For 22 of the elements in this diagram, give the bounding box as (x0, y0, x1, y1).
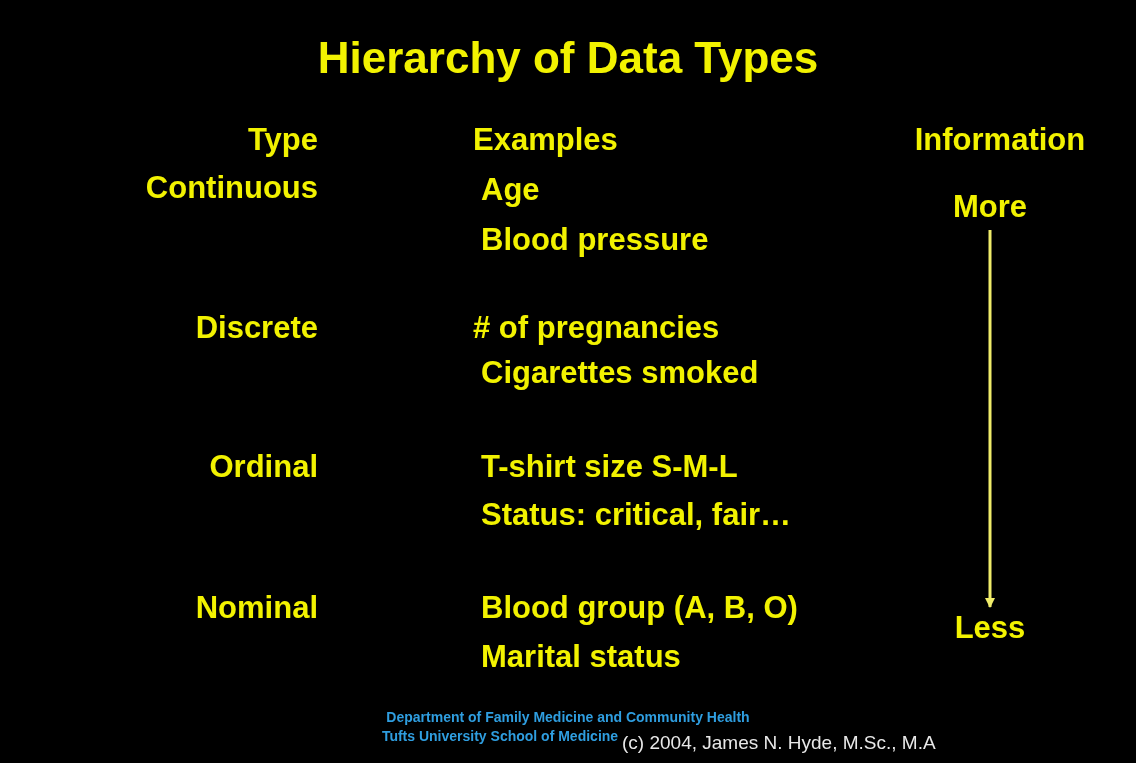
scale-label: More (952, 189, 1028, 225)
footer-text: Tufts University School of Medicine (381, 729, 619, 745)
type-label: Ordinal (209, 449, 318, 485)
copyright-text: (c) 2004, James N. Hyde, M.Sc., M.A (622, 732, 936, 754)
example-text: Marital status (481, 639, 681, 675)
example-text: Cigarettes smoked (481, 355, 759, 391)
example-text: Age (481, 172, 540, 208)
example-text: Blood group (A, B, O) (481, 590, 798, 626)
type-label: Nominal (195, 590, 318, 626)
example-text: Blood pressure (481, 222, 709, 258)
column-header: Examples (473, 122, 618, 158)
example-text: Status: critical, fair… (481, 497, 792, 533)
example-text: T-shirt size S-M-L (481, 449, 738, 485)
scale-label: Less (954, 610, 1026, 646)
type-label: Continuous (145, 170, 318, 206)
arrow (985, 230, 995, 608)
example-text: # of pregnancies (473, 310, 720, 346)
type-label: Discrete (195, 310, 318, 346)
column-header: Information (914, 122, 1086, 158)
slide-title: Hierarchy of Data Types (317, 33, 819, 83)
column-header: Type (247, 122, 318, 158)
footer-text: Department of Family Medicine and Community Health (386, 710, 750, 726)
